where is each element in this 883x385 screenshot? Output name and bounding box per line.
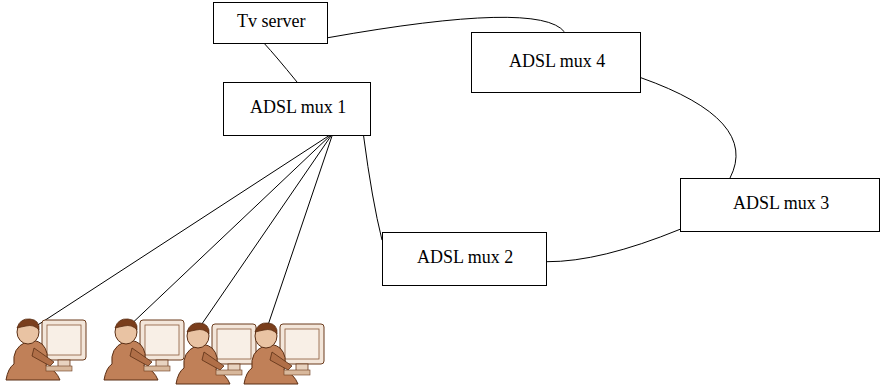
ring-link [547,229,680,261]
node-label: ADSL mux 4 [509,51,605,73]
ring-link-path [641,78,736,178]
ring-link-path [265,44,297,82]
ring-link [364,136,382,240]
ring-link [265,44,297,82]
ring-link [641,78,736,178]
node-label: ADSL mux 1 [250,97,346,119]
adsl-box: ADSL mux 4 [471,32,641,93]
adsl-box: Tv server [213,2,328,44]
ring-link-path [364,136,382,240]
access-lines [30,133,333,334]
adsl-box: ADSL mux 2 [382,232,547,286]
adsl-box: ADSL mux 1 [223,82,371,136]
ring-link-path [547,229,680,261]
node-label: ADSL mux 2 [417,247,513,269]
node-label: Tv server [237,11,305,33]
adsl-box: ADSL mux 3 [680,178,880,232]
node-label: ADSL mux 3 [733,193,829,215]
